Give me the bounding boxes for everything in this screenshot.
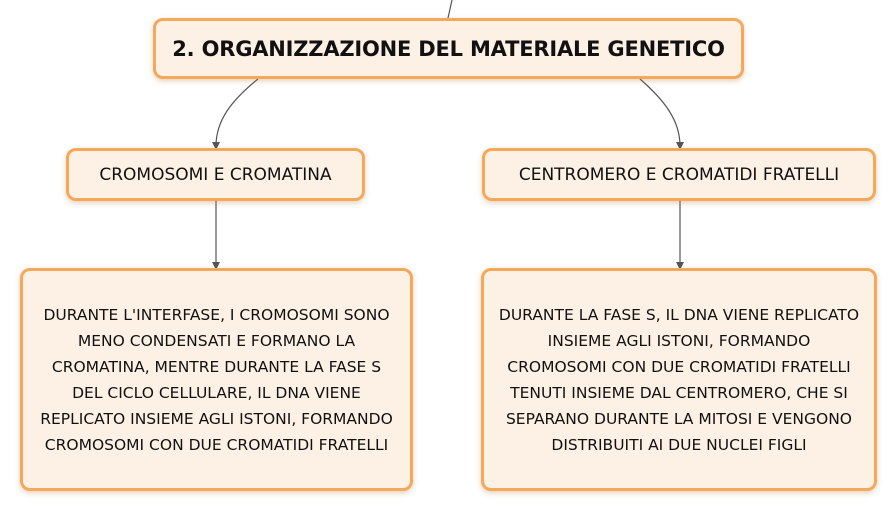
detail-text: DURANTE L'INTERFASE, I CROMOSOMI SONO ME… xyxy=(40,305,393,454)
main-topic-node[interactable]: 2. ORGANIZZAZIONE DEL MATERIALE GENETICO xyxy=(153,18,744,79)
branch-label: CENTROMERO E CROMATIDI FRATELLI xyxy=(518,164,840,185)
connector-title-to-left-branch xyxy=(212,78,259,150)
connector-title-to-right-branch xyxy=(639,78,684,150)
detail-text: DURANTE LA FASE S, IL DNA VIENE REPLICAT… xyxy=(498,305,860,454)
connector-incoming xyxy=(447,0,453,19)
branch-node-cromosomi-cromatina[interactable]: CROMOSOMI E CROMATINA xyxy=(66,148,365,201)
detail-node-cromosomi-cromatina[interactable]: DURANTE L'INTERFASE, I CROMOSOMI SONO ME… xyxy=(20,268,413,491)
branch-node-centromero-cromatidi[interactable]: CENTROMERO E CROMATIDI FRATELLI xyxy=(482,148,876,201)
main-topic-label: 2. ORGANIZZAZIONE DEL MATERIALE GENETICO xyxy=(172,36,725,61)
branch-label: CROMOSOMI E CROMATINA xyxy=(99,164,332,185)
detail-node-centromero-cromatidi[interactable]: DURANTE LA FASE S, IL DNA VIENE REPLICAT… xyxy=(481,268,877,491)
